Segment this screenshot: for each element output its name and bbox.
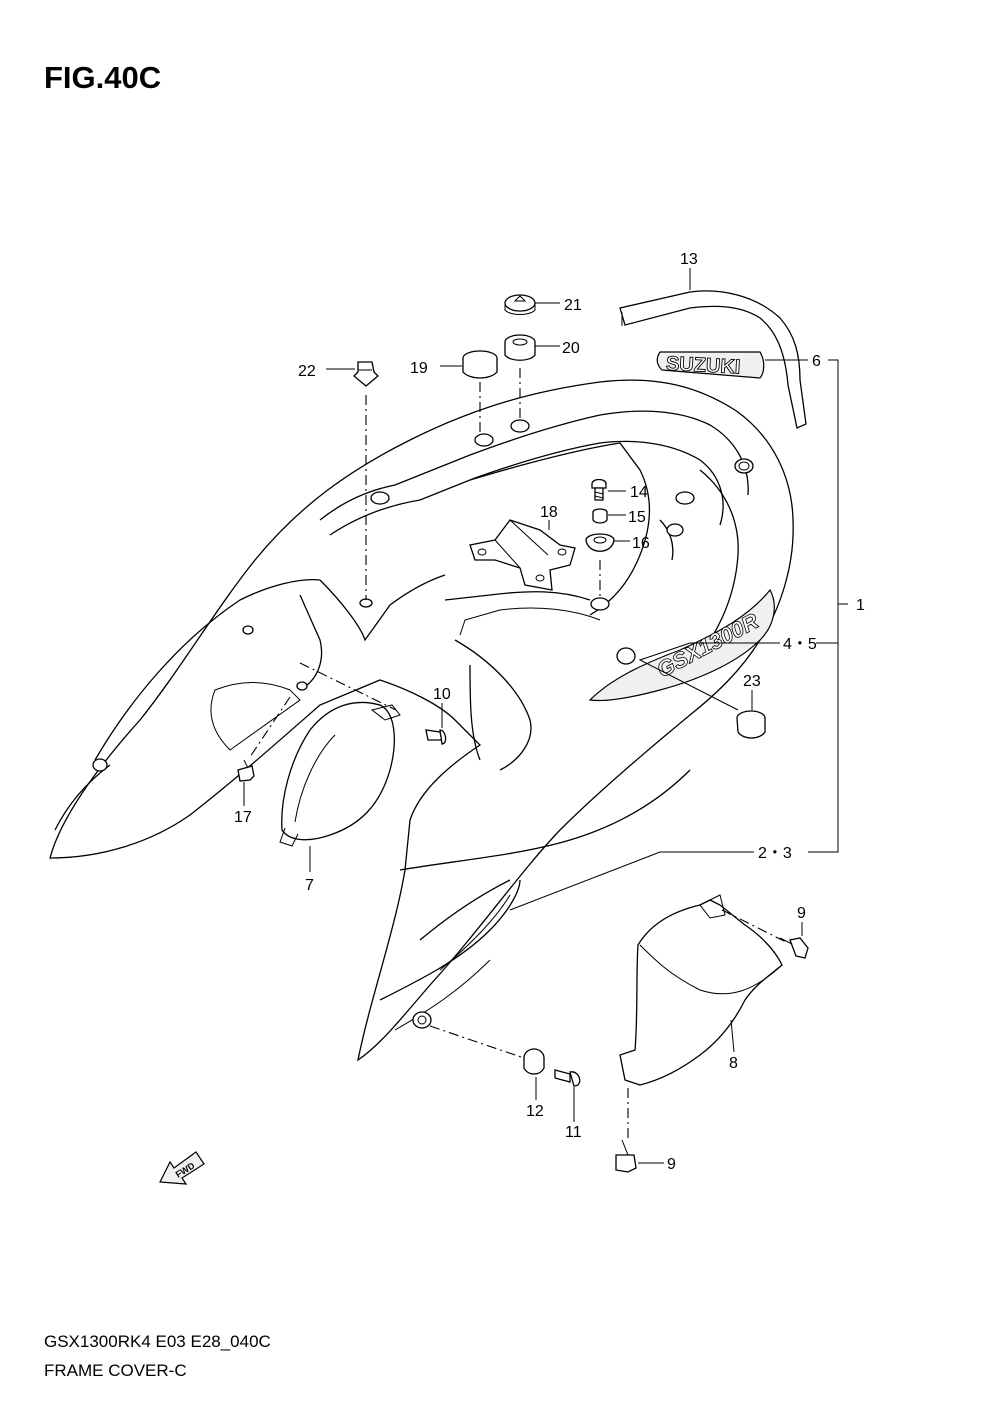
callout-23: 23 (743, 673, 761, 690)
callout-2-3: 2・3 (758, 845, 792, 862)
clip-17 (237, 759, 255, 782)
cushion-19 (462, 350, 498, 379)
assembly-lines (249, 368, 787, 1142)
suzuki-emblem-part: SUZUKI (656, 351, 765, 379)
cap-21 (504, 294, 536, 315)
tail-lamp-cover-part (279, 701, 401, 847)
callout-labels: 1 2・3 4・5 6 7 8 9 9 10 11 12 13 14 15 16… (234, 251, 865, 1173)
grab-rail-part (619, 290, 807, 429)
callout-18: 18 (540, 504, 558, 521)
callout-7: 7 (305, 877, 314, 894)
callout-6: 6 (812, 353, 821, 370)
callout-10: 10 (433, 686, 451, 703)
model-code: GSX1300RK4 E03 E28_040C (44, 1332, 271, 1351)
seat-bracket-part (469, 519, 576, 591)
callout-15: 15 (628, 509, 646, 526)
clip-9-lower (615, 1139, 637, 1173)
collar-15 (592, 508, 608, 524)
leader-lines (243, 268, 848, 1164)
callout-14: 14 (630, 484, 648, 501)
grommet-20 (504, 334, 536, 361)
callout-13: 13 (680, 251, 698, 268)
forward-arrow-icon: FWD (159, 1151, 205, 1185)
callout-16: 16 (632, 535, 650, 552)
callout-9-upper: 9 (797, 905, 806, 922)
callout-8: 8 (729, 1055, 738, 1072)
side-lower-cover-part (619, 894, 783, 1086)
callout-17: 17 (234, 809, 252, 826)
callout-12: 12 (526, 1103, 544, 1120)
callout-4-5: 4・5 (783, 636, 817, 653)
callout-11: 11 (565, 1124, 582, 1141)
callout-20: 20 (562, 340, 580, 357)
brand-decal: SUZUKI (665, 353, 741, 379)
screw-14 (591, 478, 607, 501)
plug-23 (736, 710, 766, 739)
callout-19: 19 (410, 360, 428, 377)
screw-10 (425, 729, 447, 745)
callout-21: 21 (564, 297, 582, 314)
cushion-16 (585, 533, 615, 552)
section-name: FRAME COVER-C (44, 1361, 187, 1380)
grommet-12 (523, 1048, 545, 1075)
screw-11 (554, 1069, 581, 1087)
callout-9-lower: 9 (667, 1156, 676, 1173)
clip-9-upper (779, 937, 809, 959)
callout-22: 22 (298, 363, 316, 380)
clip-22 (353, 361, 379, 387)
callout-1: 1 (856, 597, 865, 614)
figure-title: FIG.40C (44, 60, 162, 95)
